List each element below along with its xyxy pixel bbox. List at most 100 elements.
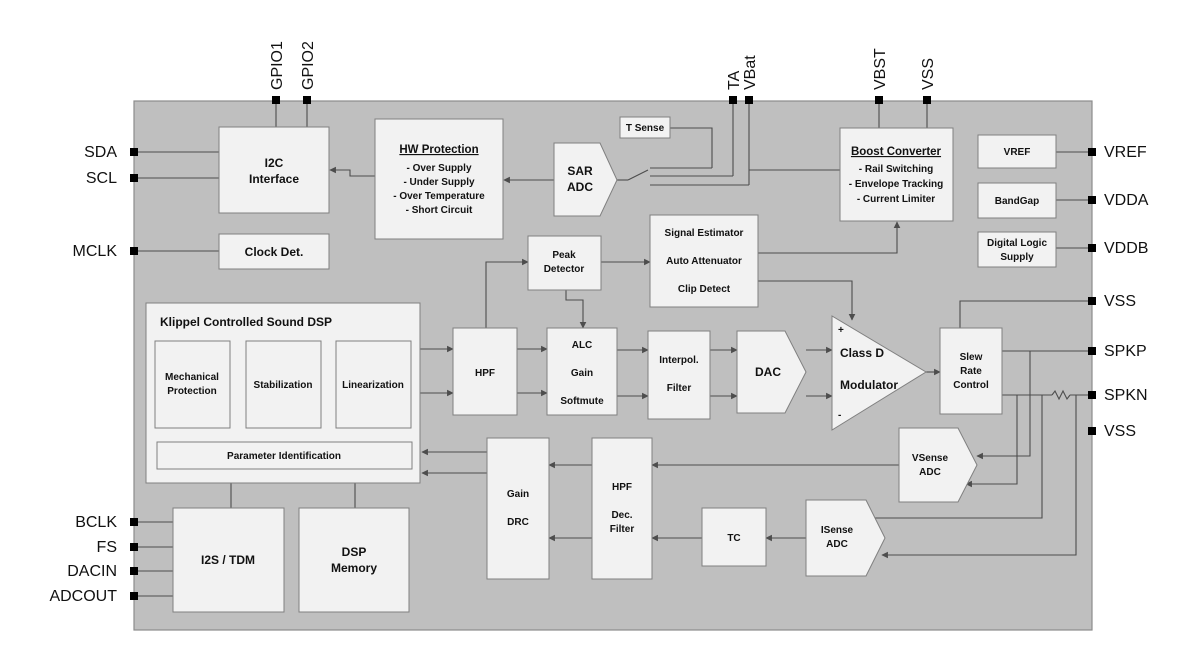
hpf-dec-label-2: Dec. bbox=[611, 510, 632, 521]
pin-ta: TA bbox=[726, 70, 743, 90]
t-sense-block: T Sense bbox=[619, 116, 671, 139]
hw-protection-title: HW Protection bbox=[399, 144, 478, 156]
dac-label: DAC bbox=[755, 365, 781, 379]
dac-block: DAC bbox=[736, 330, 807, 414]
vsense-adc-block: VSense ADC bbox=[898, 427, 978, 503]
i2c-interface-block: I2C Interface bbox=[218, 126, 330, 214]
pin-vbat: VBat bbox=[742, 55, 759, 90]
boost-converter-item: - Current Limiter bbox=[857, 194, 935, 205]
clip-detect-label: Clip Detect bbox=[678, 284, 731, 295]
isense-label-2: ADC bbox=[826, 539, 848, 550]
peak-detector-block: Peak Detector bbox=[527, 235, 602, 291]
klippel-dsp-title: Klippel Controlled Sound DSP bbox=[160, 315, 332, 329]
isense-label-1: ISense bbox=[821, 525, 854, 536]
digital-logic-label-2: Supply bbox=[1000, 252, 1034, 263]
pin-scl: SCL bbox=[86, 170, 117, 187]
gain-label: Gain bbox=[571, 368, 593, 379]
pin-sda: SDA bbox=[84, 144, 117, 161]
wires bbox=[138, 104, 1088, 597]
clock-det-label: Clock Det. bbox=[245, 245, 304, 259]
softmute-label: Softmute bbox=[560, 396, 604, 407]
digital-logic-label-1: Digital Logic bbox=[987, 238, 1047, 249]
klippel-dsp-block: Klippel Controlled Sound DSP Mechanical … bbox=[145, 302, 421, 484]
alc-label: ALC bbox=[572, 340, 593, 351]
i2s-tdm-label: I2S / TDM bbox=[201, 553, 255, 567]
tc-label: TC bbox=[727, 533, 740, 544]
alc-block: ALC Gain Softmute bbox=[546, 327, 618, 416]
boost-converter-item: - Envelope Tracking bbox=[849, 179, 943, 190]
hpf-dec-label-1: HPF bbox=[612, 482, 632, 493]
interpol-label-2: Filter bbox=[667, 383, 692, 394]
sar-adc-label-2: ADC bbox=[567, 180, 593, 194]
hw-protection-item: - Under Supply bbox=[403, 177, 475, 188]
vref-label: VREF bbox=[1004, 147, 1031, 158]
boost-converter-title: Boost Converter bbox=[851, 146, 942, 158]
tc-block: TC bbox=[701, 507, 767, 567]
pin-fs: FS bbox=[97, 539, 117, 556]
slew-rate-control-block: Slew Rate Control bbox=[939, 327, 1003, 415]
hpf-dec-filter-block: HPF Dec. Filter bbox=[591, 437, 653, 580]
vsense-label-1: VSense bbox=[912, 453, 949, 464]
class-d-modulator-block: + Class D Modulator - bbox=[831, 315, 927, 431]
pin-gpio1: GPIO1 bbox=[269, 41, 286, 90]
digital-logic-supply-block: Digital Logic Supply bbox=[977, 231, 1057, 268]
pin-vref: VREF bbox=[1104, 144, 1147, 161]
pin-pads bbox=[130, 96, 1096, 600]
slew-label-1: Slew bbox=[960, 352, 983, 363]
dsp-memory-block: DSP Memory bbox=[298, 507, 410, 613]
auto-attenuator-label: Auto Attenuator bbox=[666, 256, 742, 267]
hw-protection-item: - Over Temperature bbox=[393, 191, 485, 202]
interpol-filter-block: Interpol. Filter bbox=[647, 330, 711, 420]
class-d-minus: - bbox=[838, 410, 841, 421]
boost-converter-item: - Rail Switching bbox=[859, 164, 933, 175]
mechanical-protection-label-2: Protection bbox=[167, 386, 216, 397]
hpf-dec-label-3: Filter bbox=[610, 524, 635, 535]
t-sense-label: T Sense bbox=[626, 123, 665, 134]
signal-estimator-label: Signal Estimator bbox=[665, 228, 744, 239]
pin-vss-top: VSS bbox=[920, 58, 937, 90]
bandgap-label: BandGap bbox=[995, 196, 1039, 207]
isense-adc-block: ISense ADC bbox=[805, 499, 886, 577]
gain-drc-block: Gain DRC bbox=[486, 437, 550, 580]
pin-vss-right-1: VSS bbox=[1104, 293, 1136, 310]
sar-adc-label-1: SAR bbox=[567, 164, 593, 178]
pin-spkp: SPKP bbox=[1104, 343, 1147, 360]
peak-detector-label-2: Detector bbox=[544, 264, 585, 275]
stabilization-label: Stabilization bbox=[254, 380, 313, 391]
signal-estimator-block: Signal Estimator Auto Attenuator Clip De… bbox=[649, 214, 759, 308]
clock-det-block: Clock Det. bbox=[218, 233, 330, 270]
linearization-label: Linearization bbox=[342, 380, 404, 391]
pin-vdda: VDDA bbox=[1104, 192, 1149, 209]
dsp-memory-label-1: DSP bbox=[342, 545, 367, 559]
pin-vddb: VDDB bbox=[1104, 240, 1148, 257]
hw-protection-block: HW Protection - Over Supply - Under Supp… bbox=[374, 118, 504, 240]
i2s-tdm-block: I2S / TDM bbox=[172, 507, 285, 613]
modulator-label: Modulator bbox=[840, 378, 898, 392]
interpol-label-1: Interpol. bbox=[659, 355, 699, 366]
pin-adcout: ADCOUT bbox=[49, 588, 117, 605]
slew-label-3: Control bbox=[953, 380, 989, 391]
peak-detector-label-1: Peak bbox=[552, 250, 576, 261]
vsense-label-2: ADC bbox=[919, 467, 941, 478]
vref-block: VREF bbox=[977, 134, 1057, 169]
pin-vbst: VBST bbox=[872, 48, 889, 90]
slew-label-2: Rate bbox=[960, 366, 982, 377]
mechanical-protection-label-1: Mechanical bbox=[165, 372, 219, 383]
pin-mclk: MCLK bbox=[73, 243, 118, 260]
parameter-identification-label: Parameter Identification bbox=[227, 451, 341, 462]
dsp-memory-label-2: Memory bbox=[331, 561, 377, 575]
hpf-label: HPF bbox=[475, 368, 495, 379]
pin-spkn: SPKN bbox=[1104, 387, 1148, 404]
hpf-block: HPF bbox=[452, 327, 518, 416]
pin-vss-right-2: VSS bbox=[1104, 423, 1136, 440]
hw-protection-item: - Over Supply bbox=[406, 163, 471, 174]
pin-gpio2: GPIO2 bbox=[300, 41, 317, 90]
sar-adc-block: SAR ADC bbox=[553, 142, 618, 217]
pin-labels: SDA SCL MCLK BCLK FS DACIN ADCOUT VREF V… bbox=[49, 41, 1148, 605]
pin-bclk: BCLK bbox=[75, 514, 117, 531]
pin-dacin: DACIN bbox=[67, 563, 117, 580]
boost-converter-block: Boost Converter - Rail Switching - Envel… bbox=[839, 127, 954, 222]
i2c-label-1: I2C bbox=[265, 156, 284, 170]
class-d-plus: + bbox=[838, 325, 844, 336]
